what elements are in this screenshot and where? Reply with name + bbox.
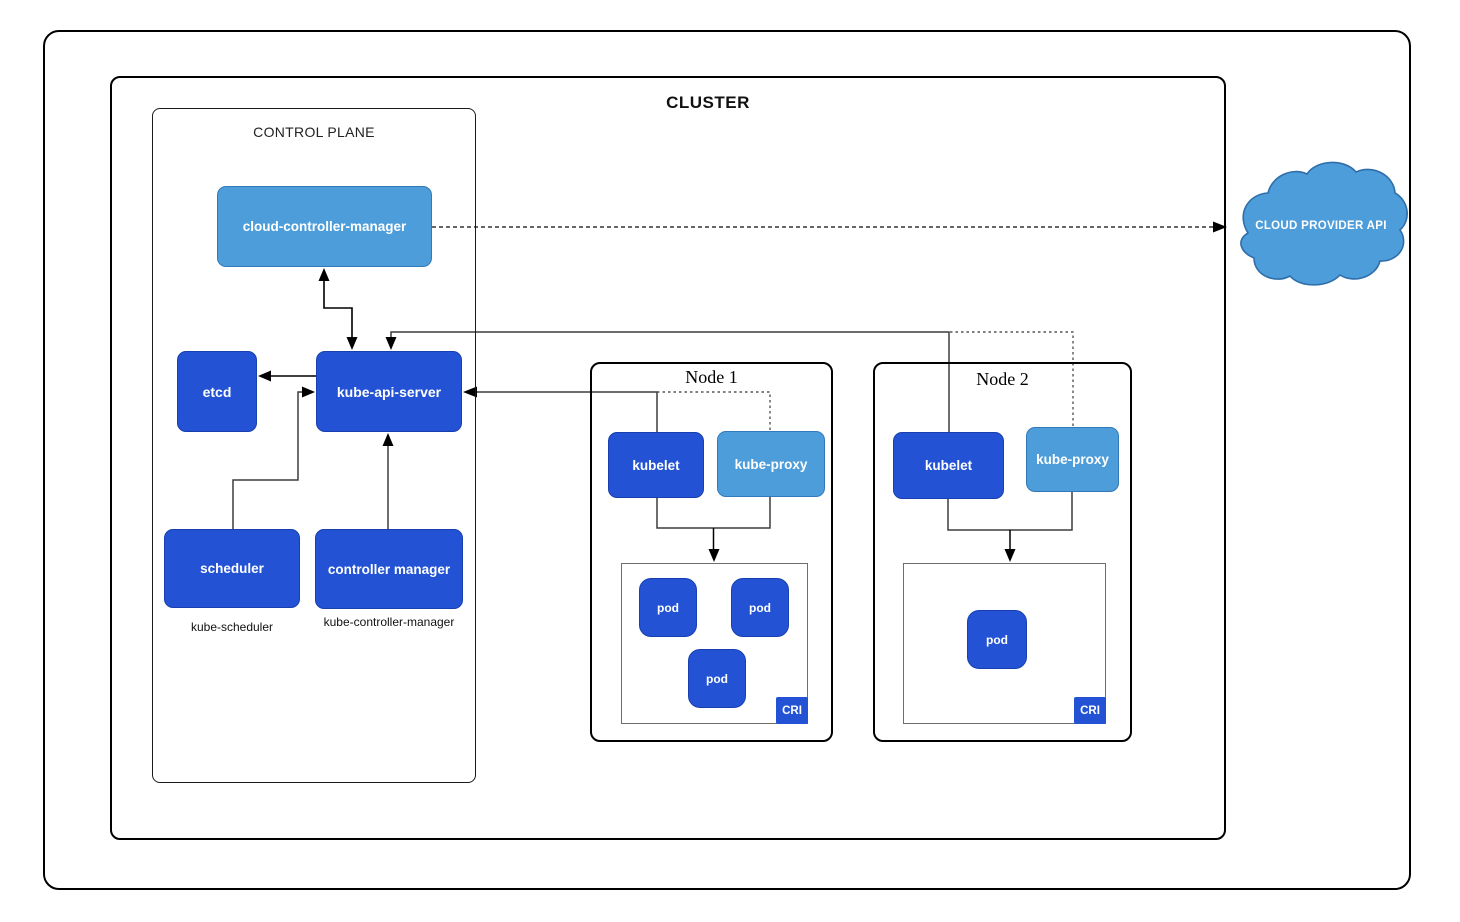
scheduler-box: scheduler	[164, 529, 300, 608]
node1-kube-proxy-box: kube-proxy	[717, 431, 825, 497]
line-node1-kubeproxy-dotted	[657, 391, 771, 430]
arrowhead-cm-apiserver	[382, 433, 394, 446]
cluster-label: CLUSTER	[666, 93, 750, 112]
node1-pod-3: pod	[688, 649, 746, 708]
cluster-box	[110, 76, 1226, 840]
node2-kubelet-box: kubelet	[893, 432, 1004, 499]
node1-cri-badge: CRI	[776, 697, 808, 724]
line-scheduler-apiserver	[232, 391, 302, 529]
node1-cri-box	[621, 563, 808, 724]
arrowhead-up-ccm	[318, 268, 330, 281]
arrowhead-node1-cri	[708, 549, 720, 562]
cloud-controller-manager-box: cloud-controller-manager	[217, 186, 432, 267]
node2-cri-box	[903, 563, 1106, 724]
etcd-box: etcd	[177, 351, 257, 432]
arrowhead-etcd	[258, 370, 271, 382]
node2-kube-proxy-box: kube-proxy	[1026, 427, 1119, 492]
control-plane-label: CONTROL PLANE	[253, 124, 375, 140]
node1-pod-2: pod	[731, 578, 789, 637]
arrowhead-ccm-to-cloud	[1213, 221, 1227, 233]
node2-box	[873, 362, 1132, 742]
node2-pod-1: pod	[967, 610, 1027, 669]
node1-pod-1: pod	[639, 578, 697, 637]
arrowhead-node2-apiserver	[385, 337, 397, 350]
arrowhead-node2-cri	[1004, 549, 1016, 562]
controller-manager-caption: kube-controller-manager	[323, 615, 455, 629]
cloud-provider-api-label: CLOUD PROVIDER API	[1255, 220, 1387, 232]
node1-title: Node 1	[685, 367, 738, 387]
arrowhead-down-apiserver	[346, 337, 358, 350]
control-plane-box	[152, 108, 476, 783]
outer-border	[43, 30, 1411, 890]
controller-manager-box: controller manager	[315, 529, 463, 609]
kube-api-server-box: kube-api-server	[316, 351, 462, 432]
arrow-ccm-apiserver	[323, 279, 353, 338]
line-node2-kubeproxy-dotted	[950, 331, 1074, 426]
scheduler-caption: kube-scheduler	[190, 620, 274, 634]
node1-box	[590, 362, 833, 742]
arrowhead-scheduler-apiserver	[302, 386, 315, 398]
node2-cri-badge: CRI	[1074, 697, 1106, 724]
node2-title: Node 2	[976, 369, 1029, 389]
arrowhead-node1-apiserver	[463, 386, 477, 398]
node1-kubelet-box: kubelet	[608, 432, 704, 498]
line-node2-kubelet-apiserver	[390, 331, 950, 432]
cloud-shape	[1240, 161, 1408, 286]
